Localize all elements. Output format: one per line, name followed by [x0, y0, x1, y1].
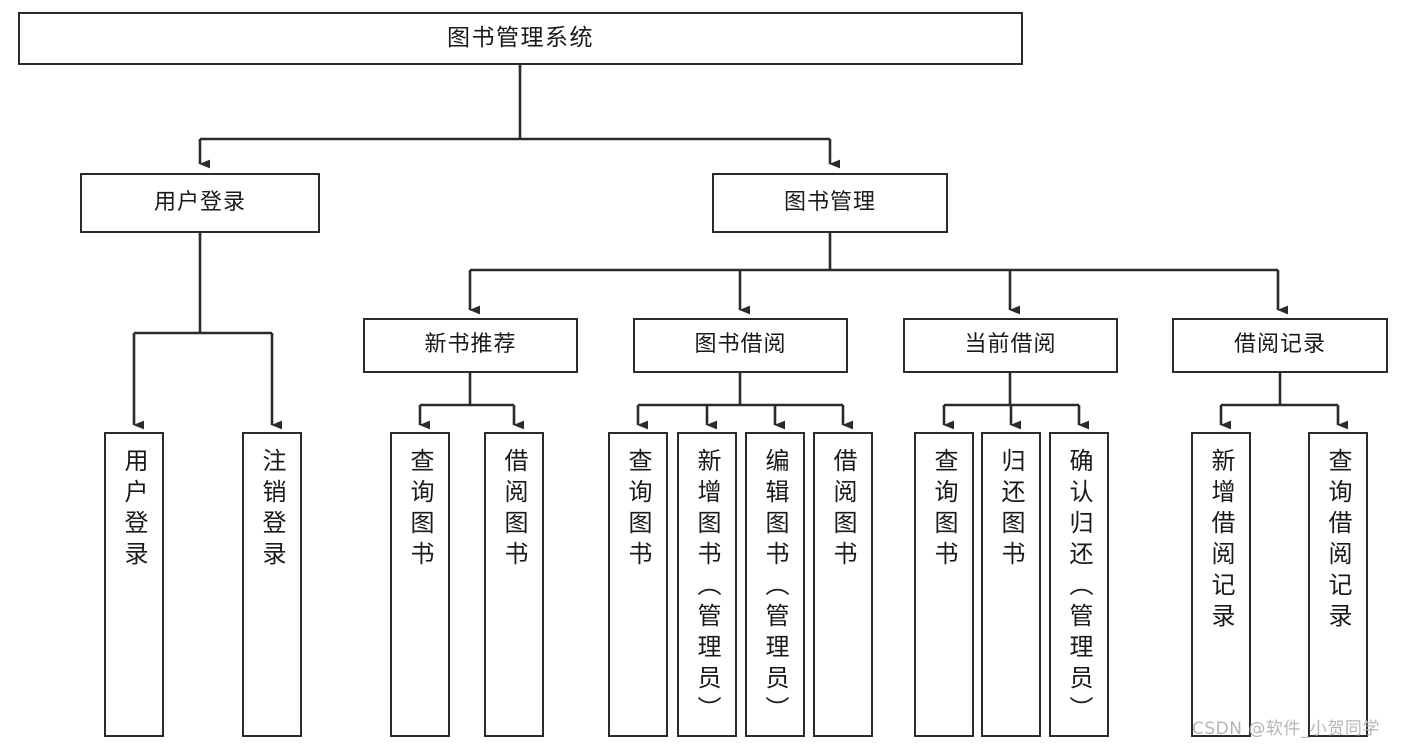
- leaf-label: 确认归还（管理员）: [1065, 448, 1093, 727]
- leaf-borrow-edit-book[interactable]: 编辑图书（管理员）: [745, 432, 805, 737]
- leaf-current-confirm-return[interactable]: 确认归还（管理员）: [1049, 432, 1109, 737]
- leaf-label: 归还图书: [997, 448, 1025, 572]
- node-book-management[interactable]: 图书管理: [712, 173, 948, 233]
- leaf-new-book-borrow[interactable]: 借阅图书: [484, 432, 544, 737]
- leaf-borrow-query-book[interactable]: 查询图书: [608, 432, 668, 737]
- leaf-label: 查询图书: [624, 448, 652, 572]
- node-book-borrow-label: 图书借阅: [694, 332, 787, 358]
- leaf-new-book-query[interactable]: 查询图书: [390, 432, 450, 737]
- leaf-label: 借阅图书: [500, 448, 528, 572]
- node-current-borrow-label: 当前借阅: [964, 332, 1057, 358]
- node-new-book-recommend[interactable]: 新书推荐: [363, 318, 578, 373]
- leaf-user-login-signin[interactable]: 用户登录: [104, 432, 164, 737]
- leaf-label: 新增图书（管理员）: [693, 448, 721, 727]
- leaf-label: 编辑图书（管理员）: [761, 448, 789, 727]
- leaf-label: 查询借阅记录: [1324, 448, 1352, 634]
- leaf-label: 查询图书: [406, 448, 434, 572]
- node-borrow-record-label: 借阅记录: [1233, 332, 1326, 358]
- leaf-current-return-book[interactable]: 归还图书: [981, 432, 1041, 737]
- leaf-label: 用户登录: [120, 448, 148, 572]
- node-borrow-record[interactable]: 借阅记录: [1172, 318, 1388, 373]
- node-root[interactable]: 图书管理系统: [18, 12, 1023, 65]
- node-root-label: 图书管理系统: [447, 24, 594, 51]
- node-current-borrow[interactable]: 当前借阅: [903, 318, 1118, 373]
- leaf-label: 新增借阅记录: [1207, 448, 1235, 634]
- node-user-login-label: 用户登录: [153, 189, 246, 215]
- leaf-borrow-borrow-book[interactable]: 借阅图书: [813, 432, 873, 737]
- leaf-borrow-add-book[interactable]: 新增图书（管理员）: [677, 432, 737, 737]
- node-new-book-recommend-label: 新书推荐: [424, 332, 517, 358]
- node-book-management-label: 图书管理: [783, 189, 876, 215]
- node-book-borrow[interactable]: 图书借阅: [633, 318, 848, 373]
- node-user-login[interactable]: 用户登录: [80, 173, 320, 233]
- leaf-label: 注销登录: [258, 448, 286, 572]
- leaf-user-login-signout[interactable]: 注销登录: [242, 432, 302, 737]
- leaf-current-query-book[interactable]: 查询图书: [914, 432, 974, 737]
- leaf-record-query[interactable]: 查询借阅记录: [1308, 432, 1368, 737]
- leaf-label: 借阅图书: [829, 448, 857, 572]
- leaf-record-add[interactable]: 新增借阅记录: [1191, 432, 1251, 737]
- leaf-label: 查询图书: [930, 448, 958, 572]
